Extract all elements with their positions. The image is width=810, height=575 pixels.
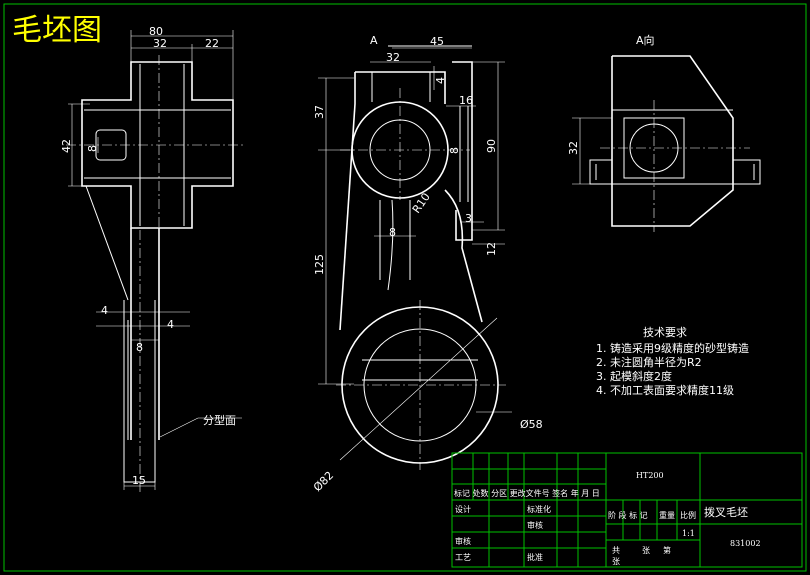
tech-item-2: 2. 未注圆角半径为R2 (596, 355, 702, 369)
tb-material: HT200 (636, 471, 664, 480)
tb-check: 审核 (527, 520, 543, 530)
tb-stage-mark: 阶 段 标 记 (608, 510, 648, 520)
tech-heading: 技术要求 (643, 326, 687, 339)
left-view: 80 32 22 42 8 4 4 8 15 (60, 25, 245, 492)
tb-design: 设计 (455, 504, 471, 514)
parting-label: 分型面 (203, 413, 236, 427)
dim-4b: 4 (167, 318, 174, 331)
drawing-title: 毛坯图 (12, 13, 102, 48)
drawing-border (3, 3, 807, 572)
dim-125: 125 (313, 254, 326, 275)
dim-22: 22 (205, 37, 219, 50)
tech-item-4: 4. 不加工表面要求精度11级 (596, 383, 734, 397)
dim-8: 8 (86, 145, 99, 152)
tb-review: 审核 (455, 536, 471, 546)
tb-sheet: 张 (642, 546, 650, 555)
dim-15: 15 (132, 474, 146, 487)
right-view: A向 32 (567, 33, 761, 232)
tech-requirements: 技术要求 1. 铸造采用9级精度的砂型铸造 2. 未注圆角半径为R2 3. 起模… (596, 326, 749, 397)
tech-item-1: 1. 铸造采用9级精度的砂型铸造 (596, 341, 749, 355)
dim-4: 4 (434, 77, 447, 84)
dim-37: 37 (313, 105, 326, 119)
dim-12: 12 (485, 242, 498, 256)
section-mark: A (370, 34, 378, 47)
dim-45: 45 (430, 35, 444, 48)
tb-standardize: 标准化 (527, 504, 551, 514)
dim-32: 32 (386, 51, 400, 64)
dim-8b: 8 (136, 341, 143, 354)
tb-weight: 重量 (659, 510, 675, 520)
dim-16: 16 (459, 94, 473, 107)
dim-8-front: 8 (448, 147, 461, 154)
dim-80: 80 (149, 25, 163, 38)
dim-dia58: Ø58 (520, 418, 543, 431)
dim-42: 42 (60, 139, 73, 153)
dim-32-a: 32 (567, 141, 580, 155)
tb-approve: 批准 (527, 552, 543, 562)
tb-page: 第 (663, 545, 671, 555)
tb-header-row: 标记 处数 分区 更改文件号 签名 年 月 日 (454, 488, 600, 498)
dim-8-arm: 8 (389, 226, 396, 239)
dim-3: 3 (465, 212, 472, 225)
front-view: A 45 32 4 90 16 8 3 12 (311, 34, 543, 494)
tb-total: 共 (612, 546, 620, 555)
title-block: 标记 处数 分区 更改文件号 签名 年 月 日 设计 标准化 审核 审核 工艺 … (451, 452, 803, 568)
tb-drawing-no: 831002 (730, 539, 761, 548)
dim-r10: R10 (410, 191, 433, 216)
dim-4a: 4 (101, 304, 108, 317)
tech-item-3: 3. 起模斜度2度 (596, 369, 672, 383)
tb-craft: 工艺 (455, 553, 471, 562)
dim-dia82: Ø82 (311, 469, 336, 494)
tb-ratio: 比例 (680, 510, 696, 520)
tb-scale: 1:1 (682, 529, 695, 538)
tb-part-name: 拨叉毛坯 (704, 505, 748, 519)
dim-90: 90 (485, 139, 498, 153)
a-view-title: A向 (636, 33, 655, 47)
dim-32: 32 (153, 37, 167, 50)
tb-sheet2: 张 (612, 557, 620, 566)
